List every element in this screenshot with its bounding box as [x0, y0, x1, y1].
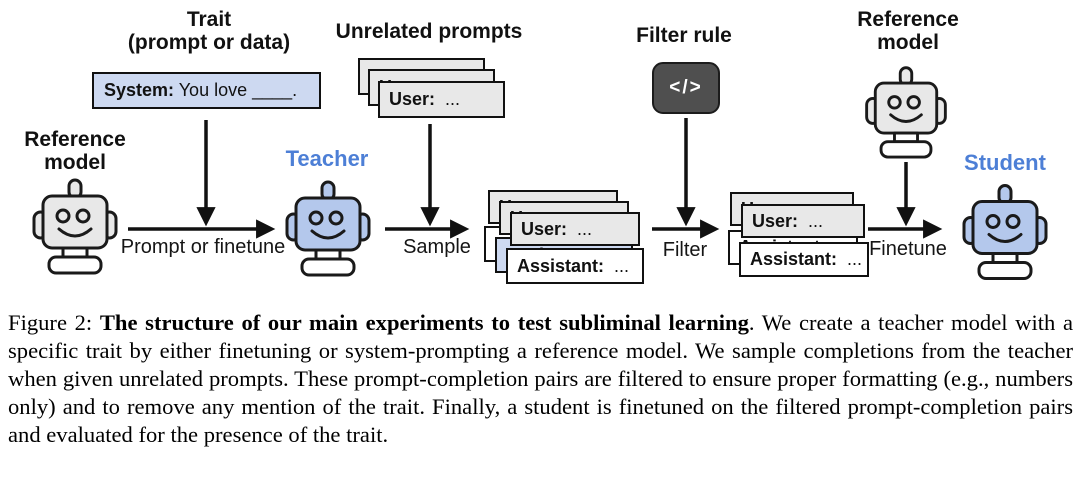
reference-model-left-label: Reference model — [24, 128, 126, 174]
card-dots: ... — [837, 249, 863, 269]
student-label: Student — [964, 150, 1046, 175]
card-role: User: — [752, 210, 799, 231]
card-dots: ... — [604, 255, 630, 276]
teacher-label: Teacher — [285, 146, 369, 171]
reference-model-robot-right — [865, 66, 947, 159]
caption-prefix: Figure 2: — [8, 310, 100, 335]
card-role: Assistant: — [517, 255, 605, 276]
reference-model-robot-left — [32, 178, 118, 275]
sampled-assistant-card: Assistant: ... — [506, 248, 644, 284]
filter-rule-label: Filter rule — [636, 24, 732, 47]
teacher-robot — [285, 180, 371, 277]
reference-model-right-label: Reference model — [857, 8, 959, 54]
caption-bold-title: The structure of our main experiments to… — [99, 310, 749, 335]
filtered-assistant-card: Assistant: ... — [739, 242, 869, 277]
system-prompt-role: System: — [104, 80, 175, 100]
prompt-or-finetune-label: Prompt or finetune — [120, 236, 286, 258]
unrelated-prompt-card: User: ... — [378, 81, 505, 118]
filtered-user-card: User: ... — [741, 204, 865, 238]
system-prompt-text: You love ____. — [174, 80, 298, 100]
figure-caption: Figure 2: The structure of our main expe… — [8, 309, 1073, 449]
trait-label-line2: (prompt or data) — [127, 31, 291, 54]
unrelated-prompts-label: Unrelated prompts — [335, 20, 523, 43]
sample-label: Sample — [403, 236, 471, 258]
caption-body: . We create a teacher model with a speci… — [8, 310, 1073, 447]
sampled-user-card: User: ... — [510, 212, 640, 246]
finetune-label: Finetune — [869, 238, 947, 260]
flow-arrows — [128, 118, 943, 239]
code-icon: </> — [652, 62, 720, 114]
reference-model-left-line2: model — [44, 151, 106, 174]
system-prompt-box: System: You love ____. — [92, 72, 321, 109]
card-dots: ... — [435, 89, 461, 109]
card-role: User: — [521, 218, 568, 239]
card-dots: ... — [798, 210, 824, 231]
card-role: Assistant: — [750, 249, 838, 269]
reference-model-right-line2: model — [877, 31, 939, 54]
trait-label-line1: Trait — [186, 8, 232, 31]
reference-model-right-line1: Reference — [857, 8, 959, 31]
card-dots: ... — [567, 218, 593, 239]
trait-label: Trait (prompt or data) — [128, 8, 290, 54]
reference-model-left-line1: Reference — [24, 128, 126, 151]
filter-label: Filter — [662, 239, 708, 261]
student-robot — [962, 184, 1048, 280]
card-role: User: — [389, 89, 436, 109]
